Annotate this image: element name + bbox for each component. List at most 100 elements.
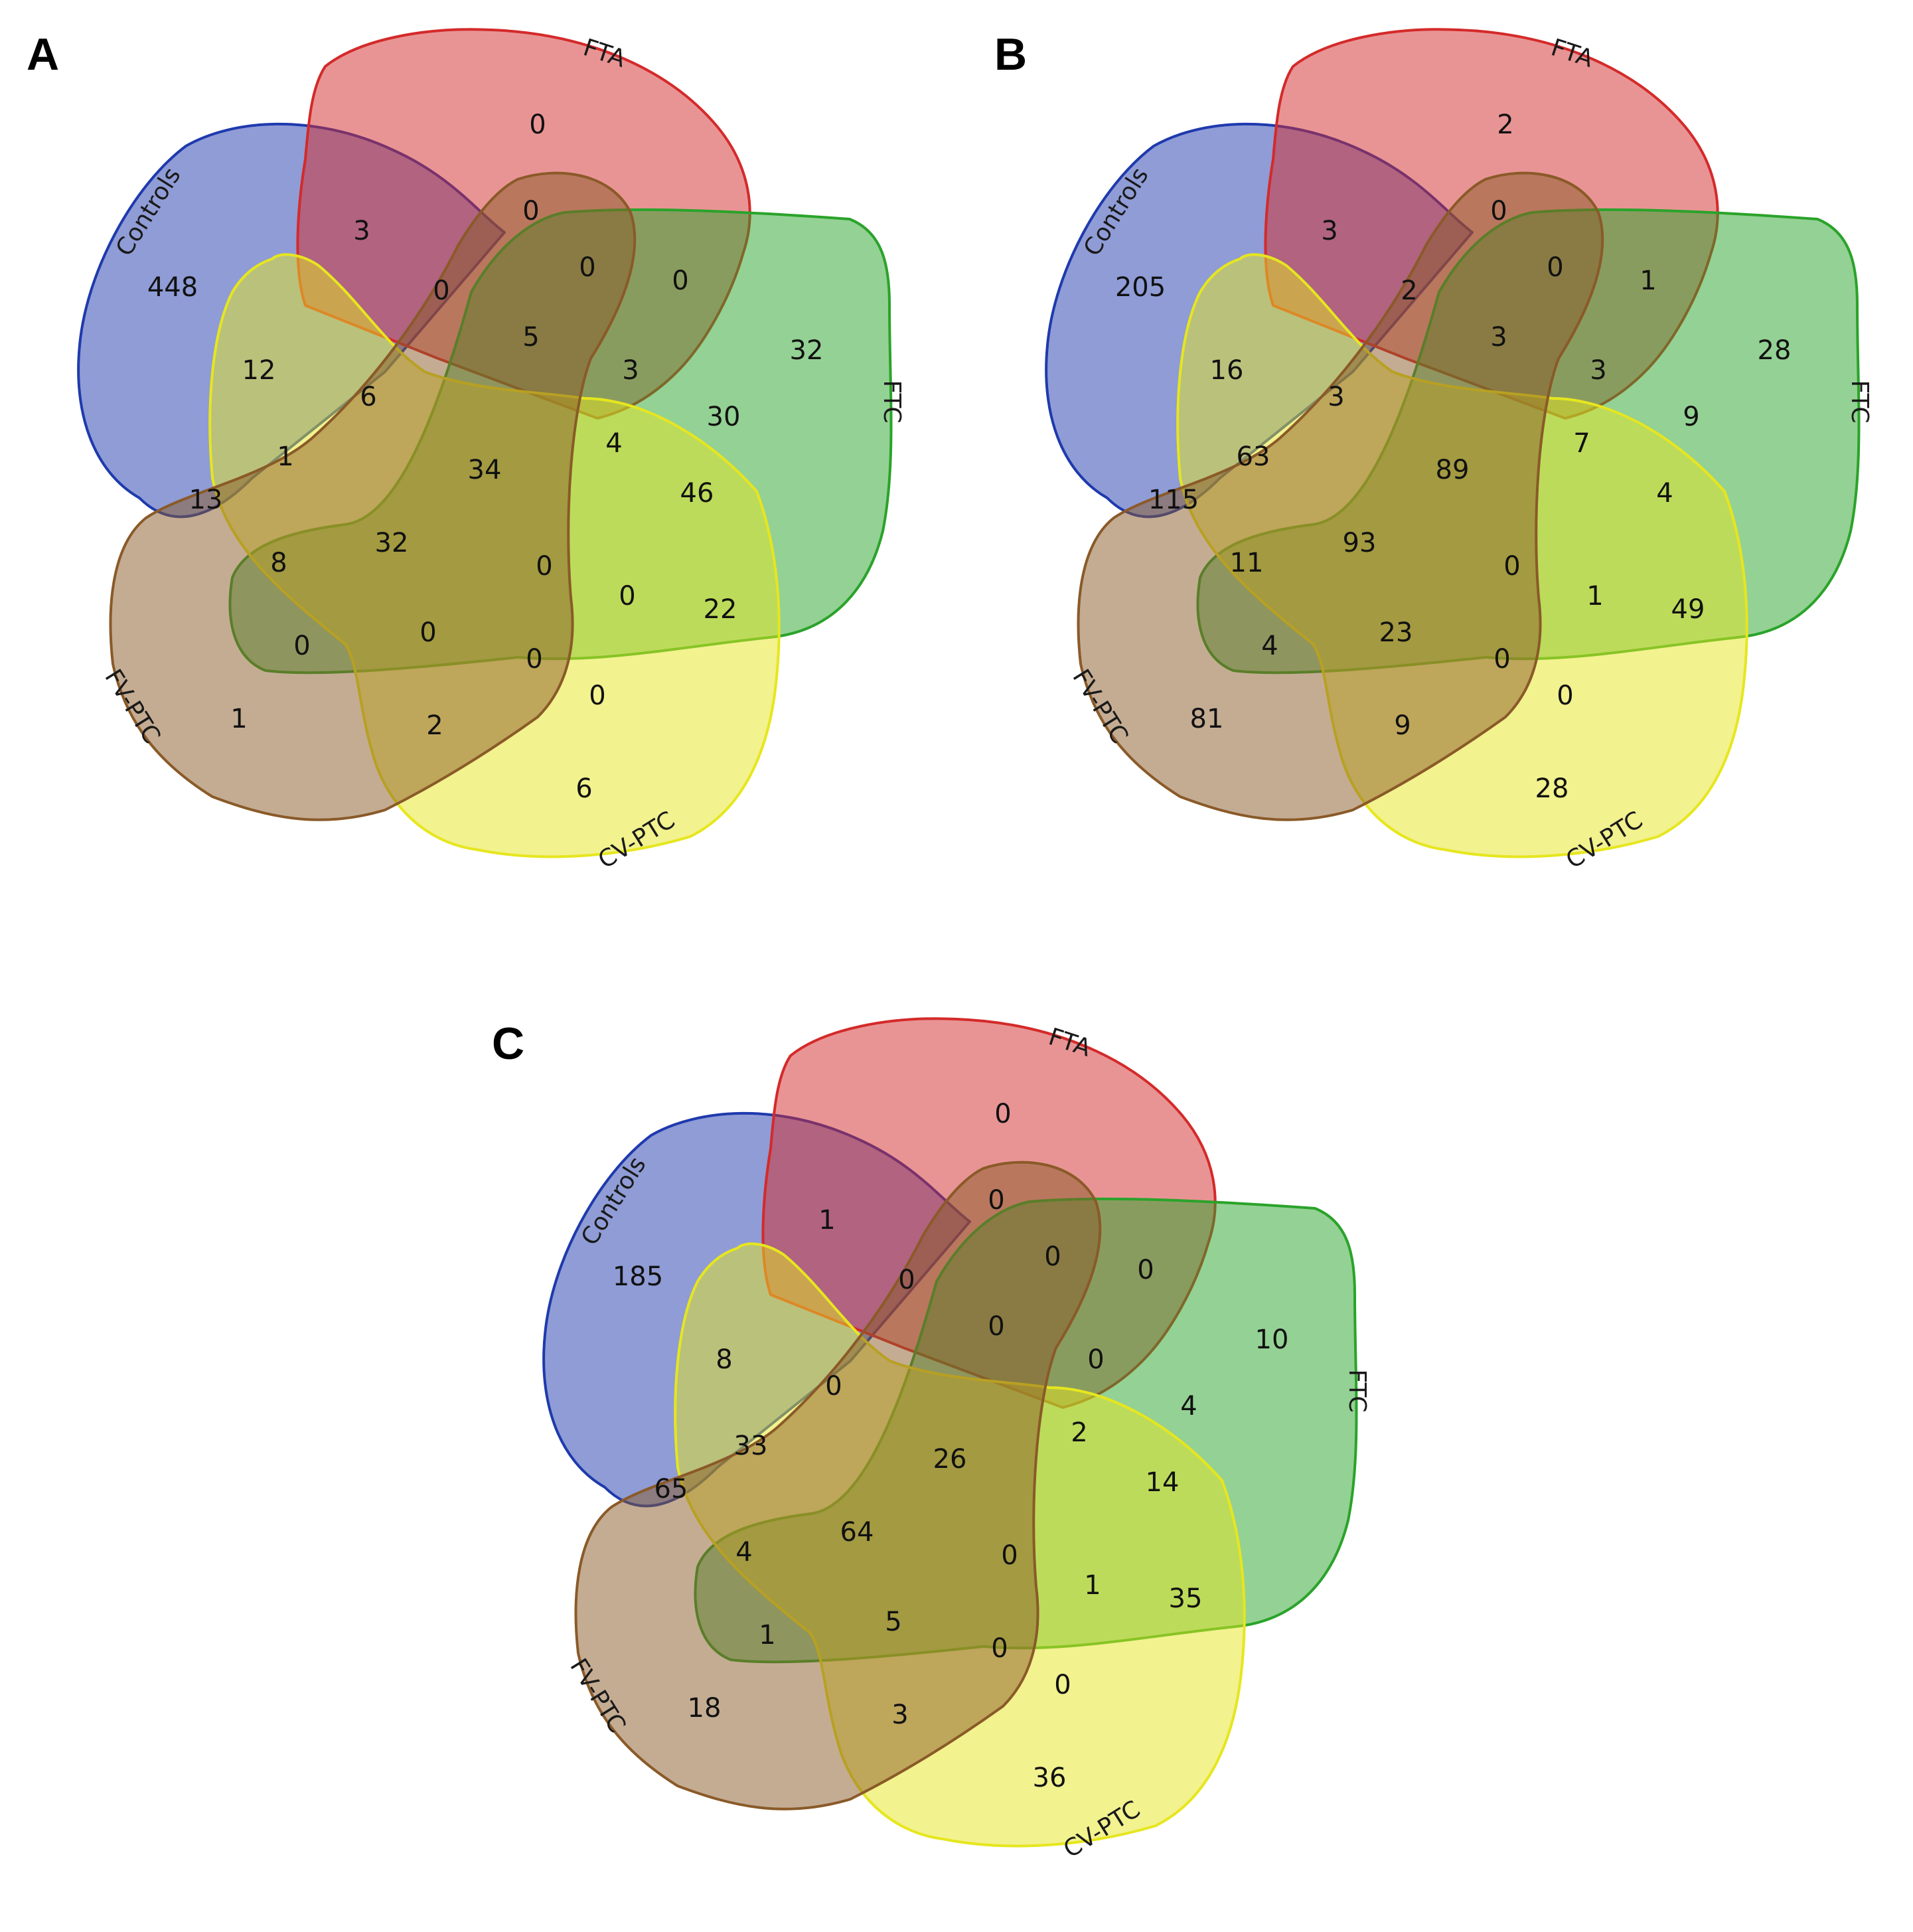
- region-count-13: 0: [825, 1371, 842, 1402]
- region-count-25: 23: [1379, 617, 1413, 648]
- region-count-22: 0: [619, 581, 635, 611]
- region-count-17: 1: [277, 442, 293, 472]
- region-count-13: 6: [360, 382, 376, 412]
- region-count-15: 7: [1573, 428, 1590, 459]
- region-count-4: 0: [1490, 196, 1507, 226]
- region-count-10: 3: [622, 355, 639, 386]
- region-count-27: 18: [688, 1693, 722, 1724]
- region-count-18: 115: [1148, 485, 1199, 515]
- region-count-11: 9: [1683, 402, 1699, 432]
- panel-letter: A: [27, 29, 59, 80]
- region-count-21: 0: [1503, 551, 1520, 582]
- region-count-14: 34: [468, 455, 502, 485]
- set-fvptc-shape: [109, 171, 637, 821]
- region-count-24: 1: [759, 1620, 775, 1650]
- region-count-8: 28: [1758, 335, 1792, 366]
- region-count-6: 0: [433, 276, 449, 306]
- region-count-22: 1: [1084, 1570, 1101, 1601]
- region-count-30: 6: [575, 773, 592, 804]
- region-count-27: 81: [1190, 704, 1224, 734]
- region-count-10: 0: [1087, 1344, 1104, 1375]
- region-count-12: 12: [242, 355, 276, 386]
- region-count-5: 0: [1044, 1242, 1061, 1272]
- region-count-24: 4: [1261, 631, 1278, 661]
- panel-letter: B: [994, 29, 1027, 80]
- region-count-21: 0: [1001, 1540, 1018, 1571]
- region-count-1: 0: [994, 1099, 1011, 1129]
- region-count-3: 185: [613, 1261, 663, 1292]
- region-count-7: 0: [672, 266, 688, 296]
- region-count-11: 4: [1180, 1391, 1197, 1421]
- region-count-2: 3: [1321, 216, 1338, 246]
- region-count-9: 3: [1490, 322, 1507, 353]
- set-label-ftc: FTC: [1846, 380, 1873, 423]
- region-count-23: 22: [704, 594, 737, 625]
- region-count-29: 0: [1054, 1670, 1071, 1700]
- region-count-20: 8: [270, 548, 287, 578]
- region-count-25: 5: [885, 1607, 901, 1637]
- set-label-ftc: FTC: [1343, 1369, 1371, 1412]
- region-count-9: 5: [522, 322, 539, 353]
- region-count-20: 4: [735, 1537, 752, 1568]
- region-count-10: 3: [1590, 355, 1606, 386]
- region-count-6: 0: [898, 1265, 915, 1295]
- region-count-4: 0: [522, 196, 539, 226]
- region-count-22: 1: [1586, 581, 1603, 611]
- region-count-23: 49: [1671, 594, 1705, 625]
- region-count-2: 3: [353, 216, 370, 246]
- region-count-9: 0: [988, 1311, 1004, 1342]
- region-count-12: 16: [1210, 355, 1244, 386]
- region-count-2: 1: [818, 1205, 835, 1236]
- region-count-11: 30: [707, 402, 741, 432]
- region-count-14: 26: [933, 1444, 967, 1475]
- region-count-21: 0: [536, 551, 552, 582]
- region-count-5: 0: [579, 252, 595, 283]
- region-count-23: 35: [1169, 1583, 1203, 1614]
- region-count-30: 28: [1535, 773, 1569, 804]
- region-count-17: 63: [1237, 442, 1270, 472]
- region-count-28: 2: [426, 710, 443, 741]
- region-count-8: 32: [790, 335, 824, 366]
- region-count-1: 2: [1497, 110, 1513, 140]
- region-count-17: 33: [734, 1431, 768, 1461]
- region-count-20: 11: [1230, 548, 1264, 578]
- region-count-19: 64: [840, 1517, 874, 1548]
- set-fvptc-shape: [574, 1161, 1102, 1811]
- region-count-26: 0: [526, 644, 542, 675]
- region-count-5: 0: [1547, 252, 1563, 283]
- region-count-14: 89: [1436, 455, 1470, 485]
- region-count-27: 1: [230, 704, 247, 734]
- region-count-28: 3: [891, 1700, 908, 1730]
- region-count-29: 0: [1557, 681, 1573, 711]
- region-count-30: 36: [1033, 1763, 1067, 1793]
- region-count-19: 93: [1343, 528, 1377, 558]
- region-count-26: 0: [1493, 644, 1510, 675]
- region-count-4: 0: [988, 1185, 1004, 1216]
- region-count-1: 0: [529, 110, 546, 140]
- region-count-18: 13: [189, 485, 223, 515]
- region-count-12: 8: [716, 1344, 732, 1375]
- region-count-16: 46: [680, 478, 714, 509]
- region-count-15: 4: [605, 428, 622, 459]
- region-count-8: 10: [1255, 1325, 1289, 1355]
- region-count-19: 32: [375, 528, 409, 558]
- panel-letter: C: [492, 1018, 524, 1069]
- region-count-3: 448: [147, 272, 198, 303]
- region-count-3: 205: [1115, 272, 1166, 303]
- region-count-28: 9: [1394, 710, 1411, 741]
- region-count-7: 1: [1640, 266, 1656, 296]
- region-count-16: 4: [1656, 478, 1673, 509]
- set-label-ftc: FTC: [878, 380, 905, 423]
- region-count-24: 0: [293, 631, 310, 661]
- region-count-15: 2: [1071, 1417, 1087, 1448]
- region-count-13: 3: [1328, 382, 1344, 412]
- region-count-6: 2: [1401, 276, 1417, 306]
- region-count-18: 65: [654, 1474, 688, 1504]
- region-count-7: 0: [1137, 1255, 1154, 1285]
